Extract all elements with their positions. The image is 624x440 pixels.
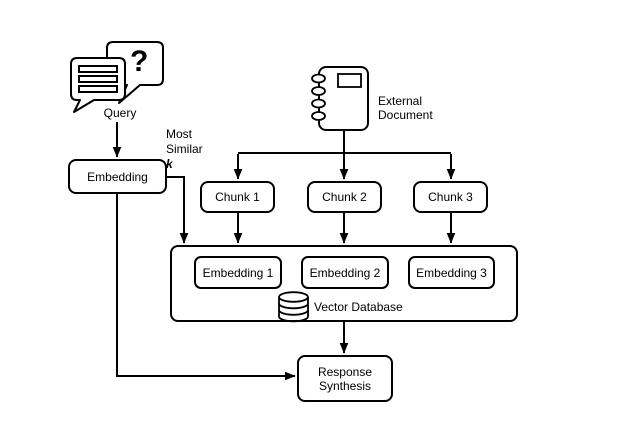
response-synthesis-node: Response Synthesis — [297, 355, 393, 402]
external-document-icon — [311, 66, 369, 131]
response-synthesis-line2: Synthesis — [318, 378, 371, 393]
embedding-3-node: Embedding 3 — [408, 256, 495, 289]
chunk-2-node: Chunk 2 — [307, 181, 382, 213]
embedding-node: Embedding — [68, 159, 167, 194]
chunk-1-node: Chunk 1 — [200, 181, 275, 213]
notebook-ring — [311, 111, 326, 121]
cylinder-ridge — [278, 309, 309, 316]
notebook-ring — [311, 73, 326, 84]
most-similar-label: Most Similar k — [166, 127, 203, 172]
embedding-2-node: Embedding 2 — [301, 256, 389, 289]
chunk-3-label: Chunk 3 — [428, 190, 473, 204]
notebook-page-corner — [337, 73, 362, 88]
external-document-line1: External — [378, 94, 423, 108]
cylinder-top — [278, 291, 309, 303]
query-icon — [70, 41, 164, 113]
notebook-ring — [311, 86, 326, 96]
cylinder-ridge — [278, 303, 309, 310]
question-mark-glyph: ? — [130, 45, 149, 78]
external-document-label: External Document — [378, 94, 433, 122]
embedding-3-label: Embedding 3 — [416, 265, 487, 280]
response-synthesis-label: Response Synthesis — [318, 365, 372, 393]
most-similar-arrow — [167, 176, 189, 244]
chunk-3-node: Chunk 3 — [413, 181, 488, 213]
query-label: Query — [103, 106, 137, 120]
embedding-1-node: Embedding 1 — [194, 256, 282, 289]
embedding-to-response-arrow — [116, 194, 296, 381]
vector-database-label: Vector Database — [314, 300, 403, 314]
most-similar-k: k — [166, 157, 173, 171]
notebook-ring — [311, 98, 326, 109]
embedding-2-label: Embedding 2 — [309, 265, 381, 280]
most-similar-line2: Similar — [166, 142, 203, 156]
vector-database-container — [170, 245, 518, 322]
most-similar-line1: Most — [166, 127, 193, 141]
embedding-node-label: Embedding — [87, 169, 148, 184]
external-document-line2: Document — [378, 107, 433, 122]
text-bubble-line — [78, 75, 118, 83]
text-bubble-line — [78, 65, 118, 73]
text-bubble-line — [78, 85, 118, 93]
embedding-1-label: Embedding 1 — [202, 265, 274, 280]
response-synthesis-line1: Response — [317, 364, 373, 379]
vector-database-icon — [278, 291, 309, 323]
chunk-2-label: Chunk 2 — [322, 190, 367, 204]
chunk-1-label: Chunk 1 — [215, 190, 260, 204]
